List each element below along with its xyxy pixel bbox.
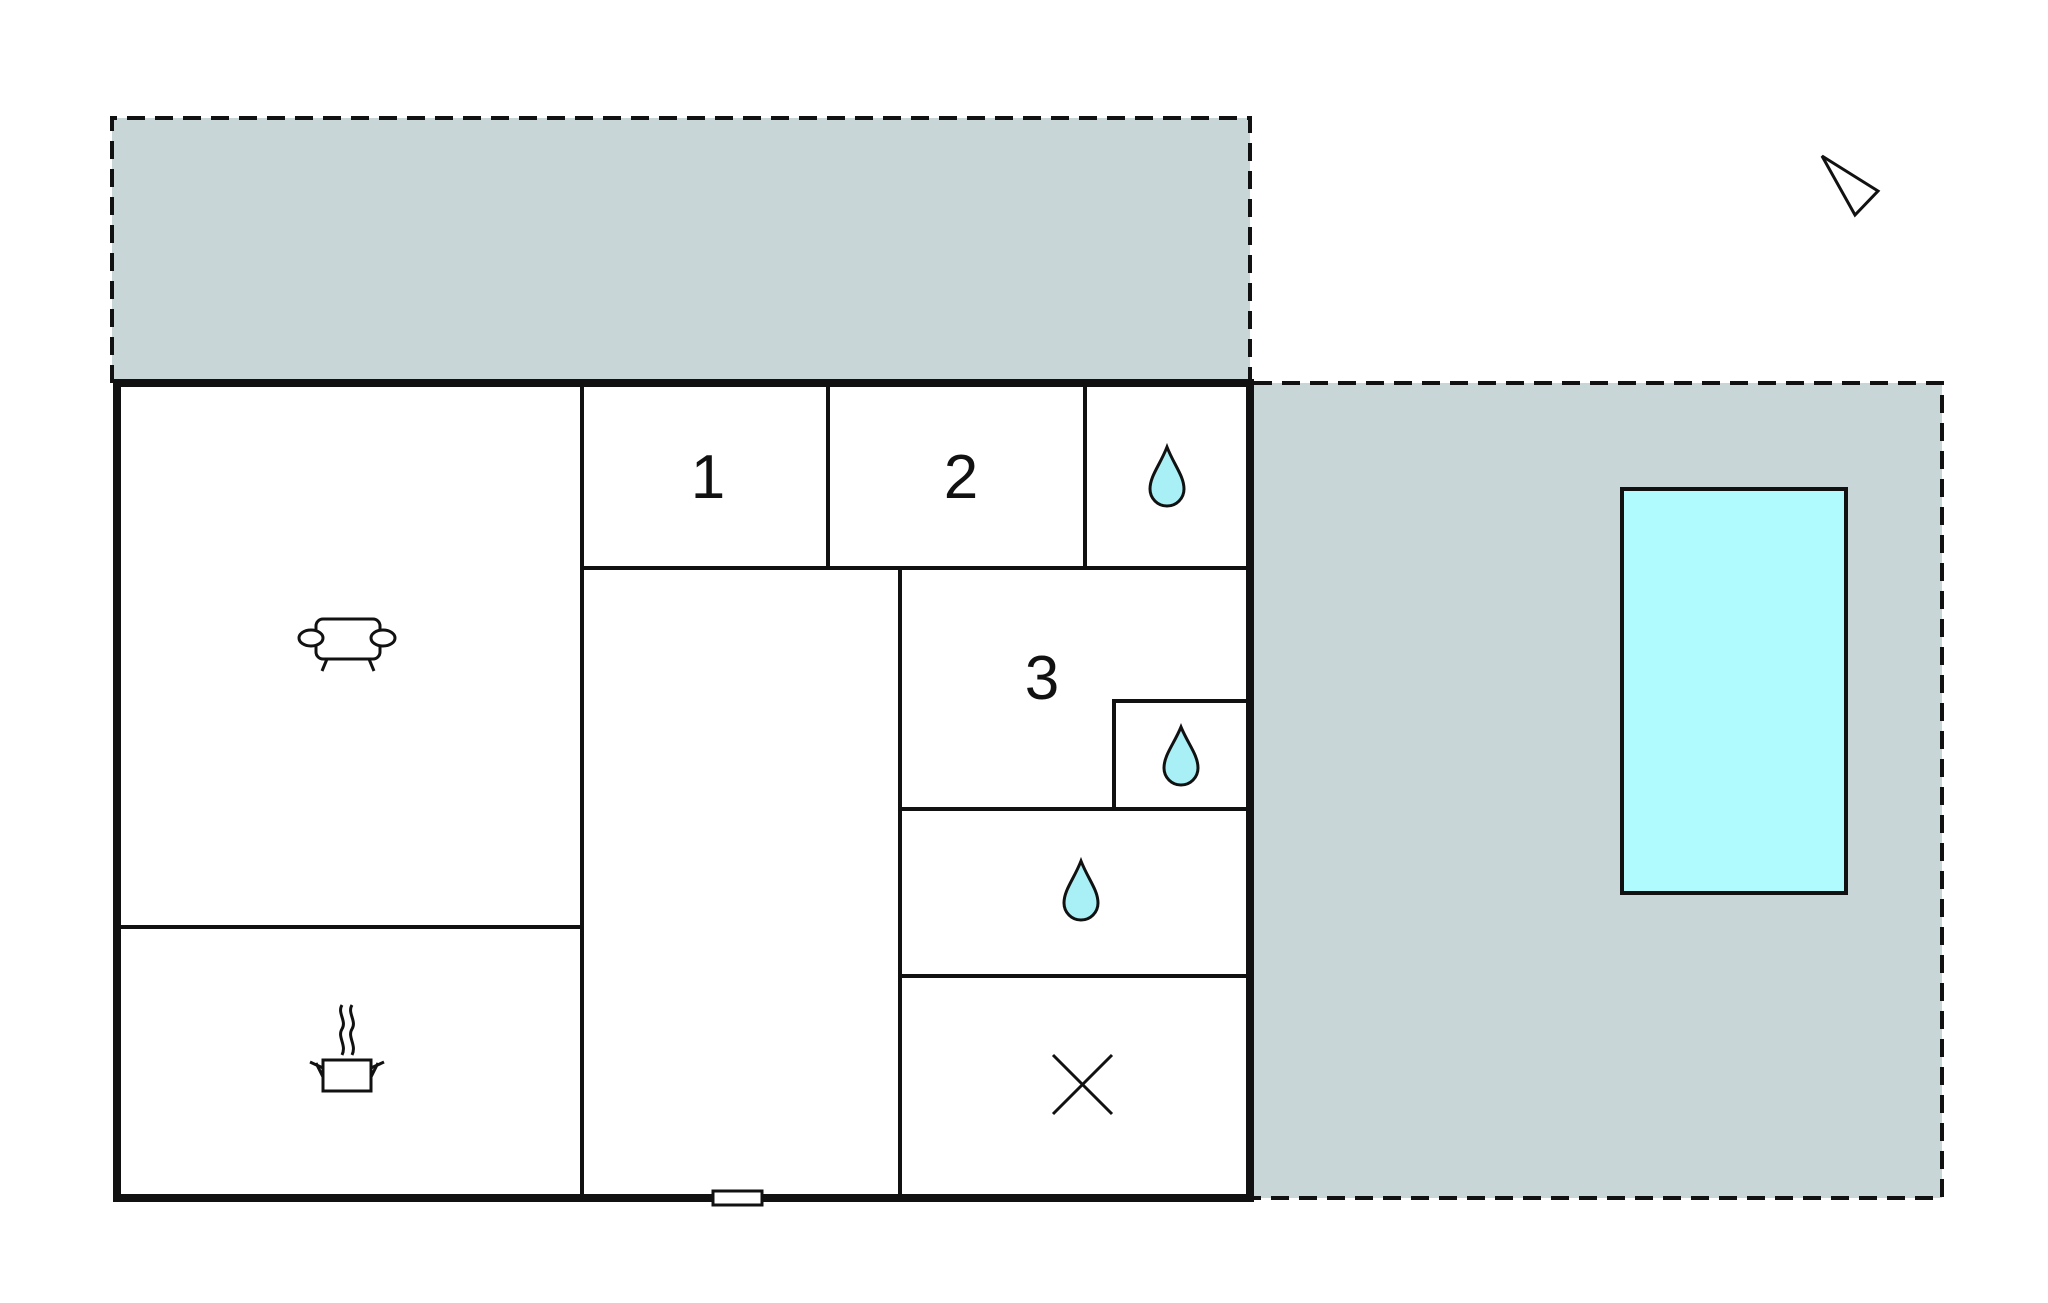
bedroom-2-label: 2 [944,443,978,512]
cross-icon [1051,1053,1114,1116]
north-arrow-icon [1820,154,1881,218]
terrace-right-dashed-border [1254,381,1944,1200]
sofa-icon [297,617,397,672]
outdoor-terrace-top [110,116,1252,383]
water-drop-icon [1148,442,1186,508]
cooking-pot-icon [309,1004,385,1093]
bedroom-1-label: 1 [691,443,725,512]
bedroom-3-label: 3 [1025,644,1059,713]
water-drop-icon [1162,723,1200,787]
interior-walls [117,383,1250,1198]
water-drop-icon [1062,856,1100,922]
terrace-top-fill [112,118,1250,383]
pool [1620,487,1848,895]
entrance-door-marker [711,1189,764,1207]
wall-ensuite [1112,699,1250,809]
house-footprint [113,379,1254,1202]
